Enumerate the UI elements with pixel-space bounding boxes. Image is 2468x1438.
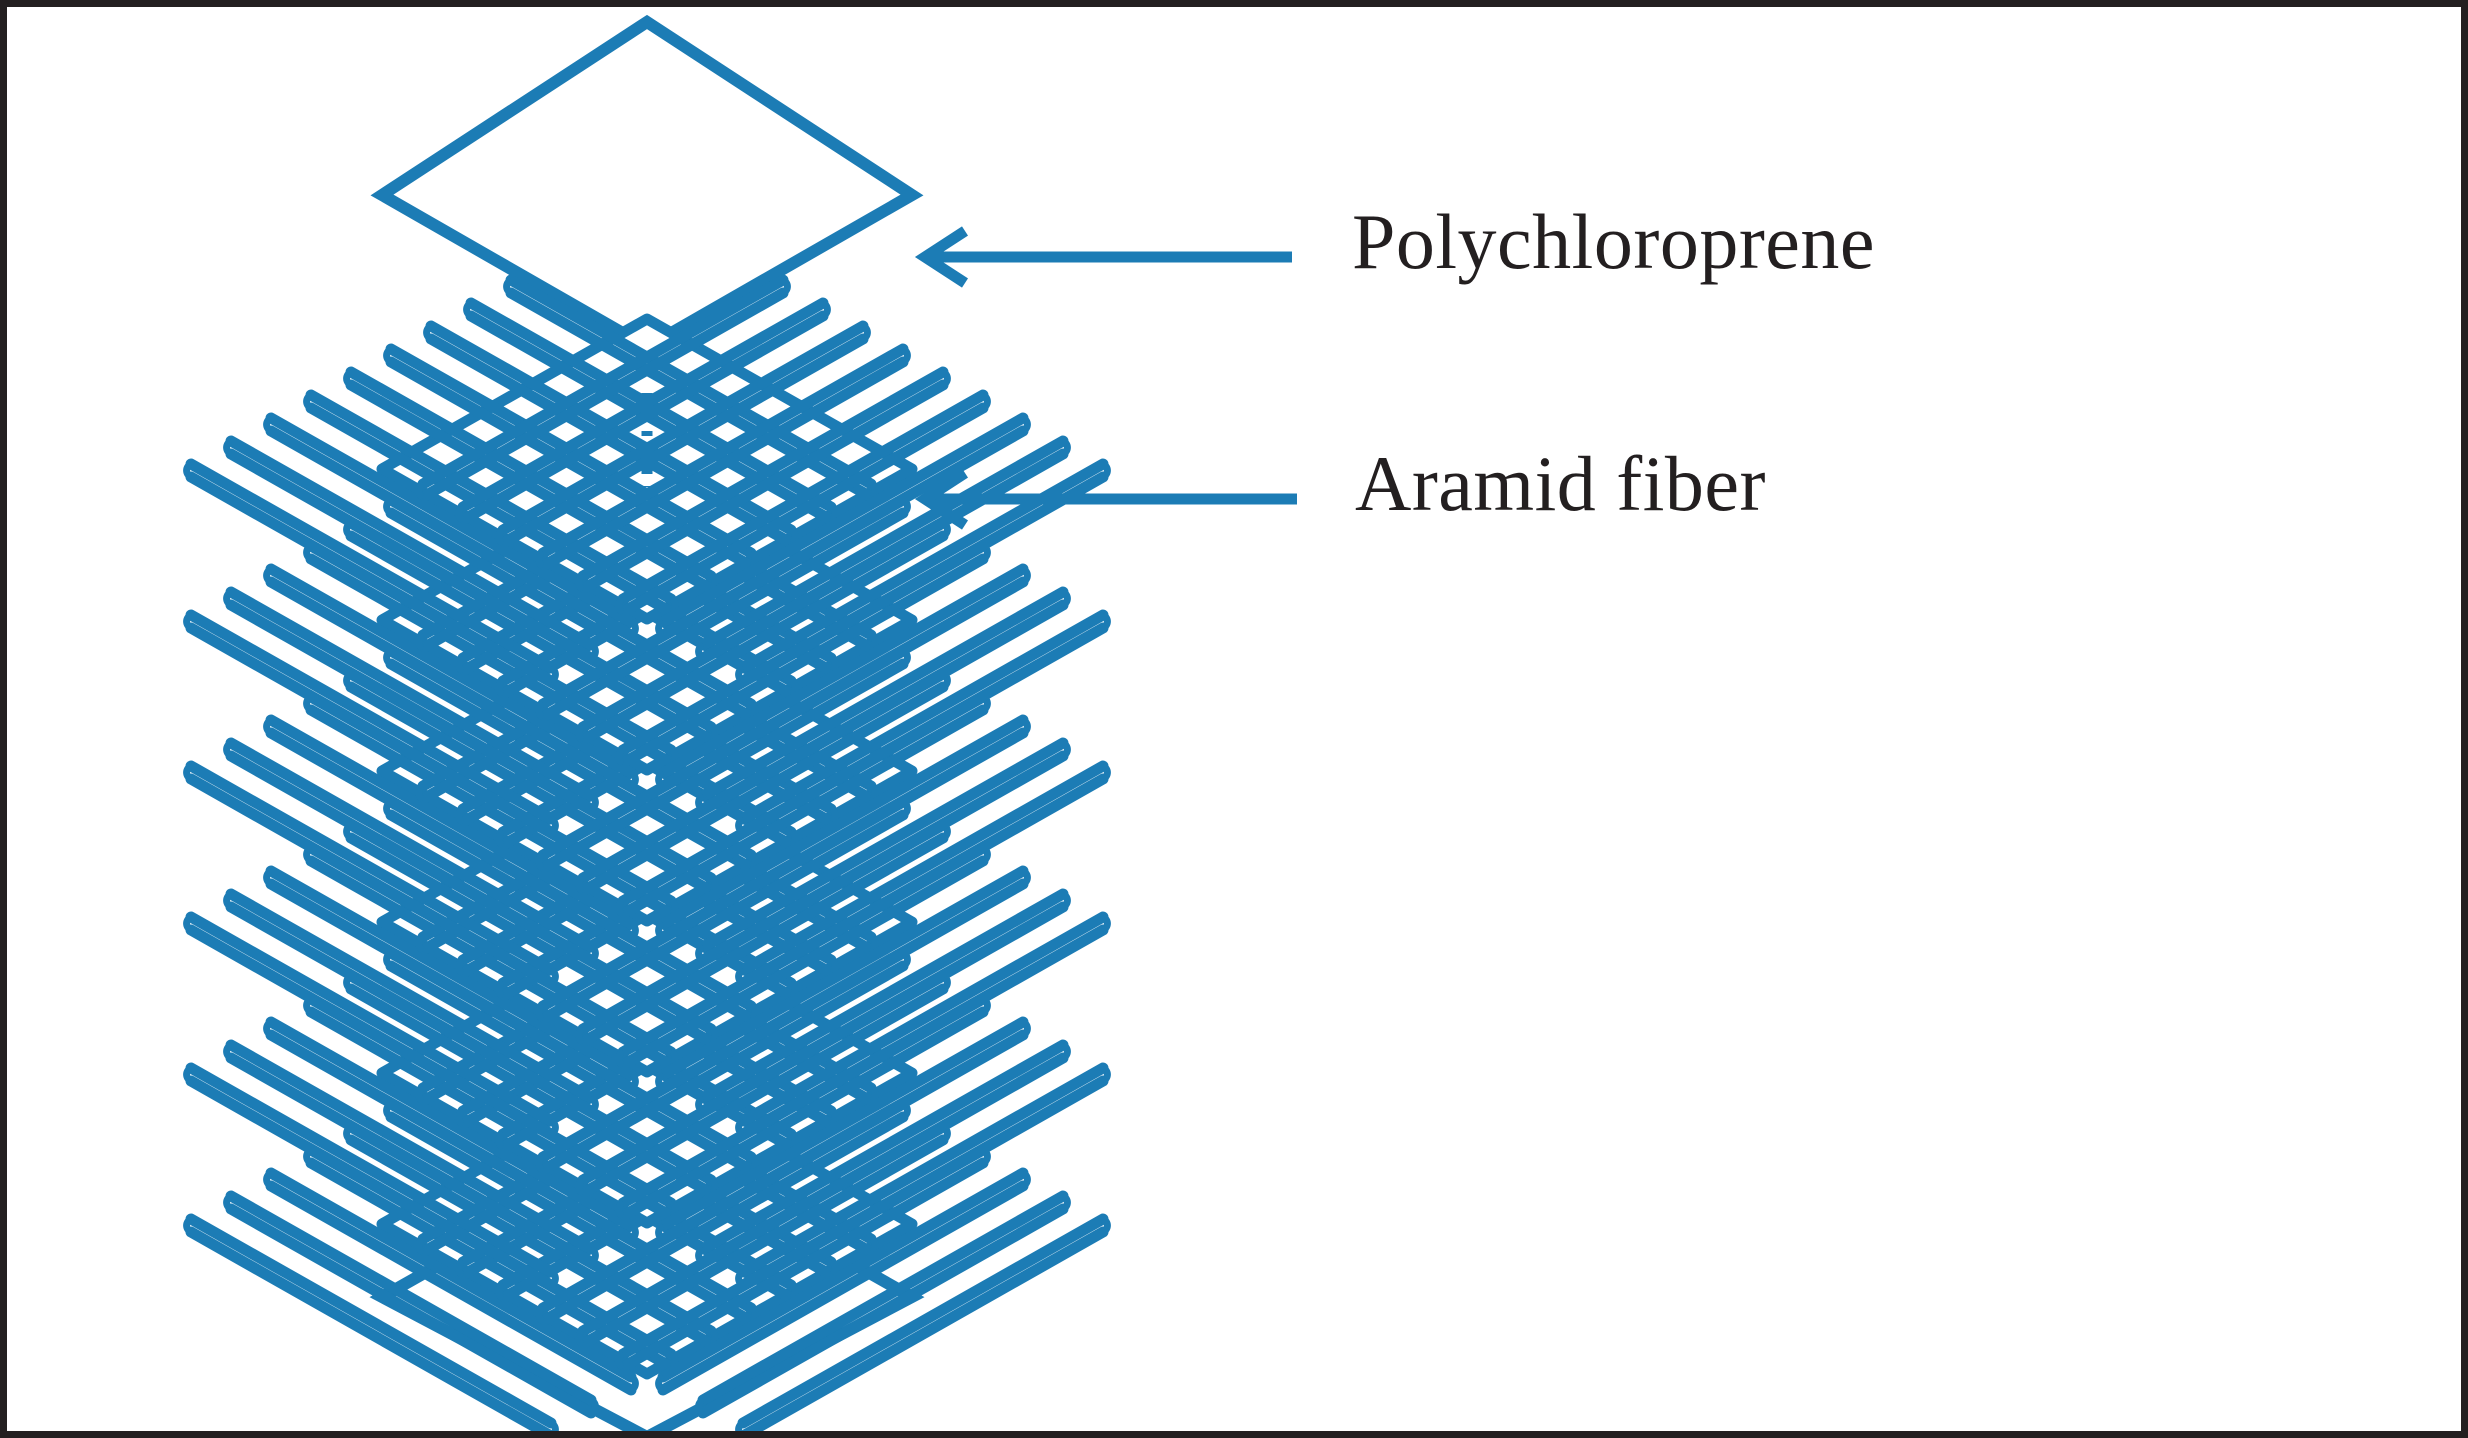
layer-stack-diagram: [7, 14, 1297, 1431]
callout-label-polychloroprene: Polychloroprene: [1352, 198, 1876, 285]
top-polychloroprene-sheet: [370, 14, 924, 354]
first-woven-fiber-layer: [187, 280, 1108, 681]
callout-label-aramid-fiber: Aramid fiber: [1355, 440, 1767, 527]
arrow-left-icon-aramid-fiber: [914, 468, 1297, 530]
arrow-left-icon-polychloroprene: [914, 226, 1292, 288]
